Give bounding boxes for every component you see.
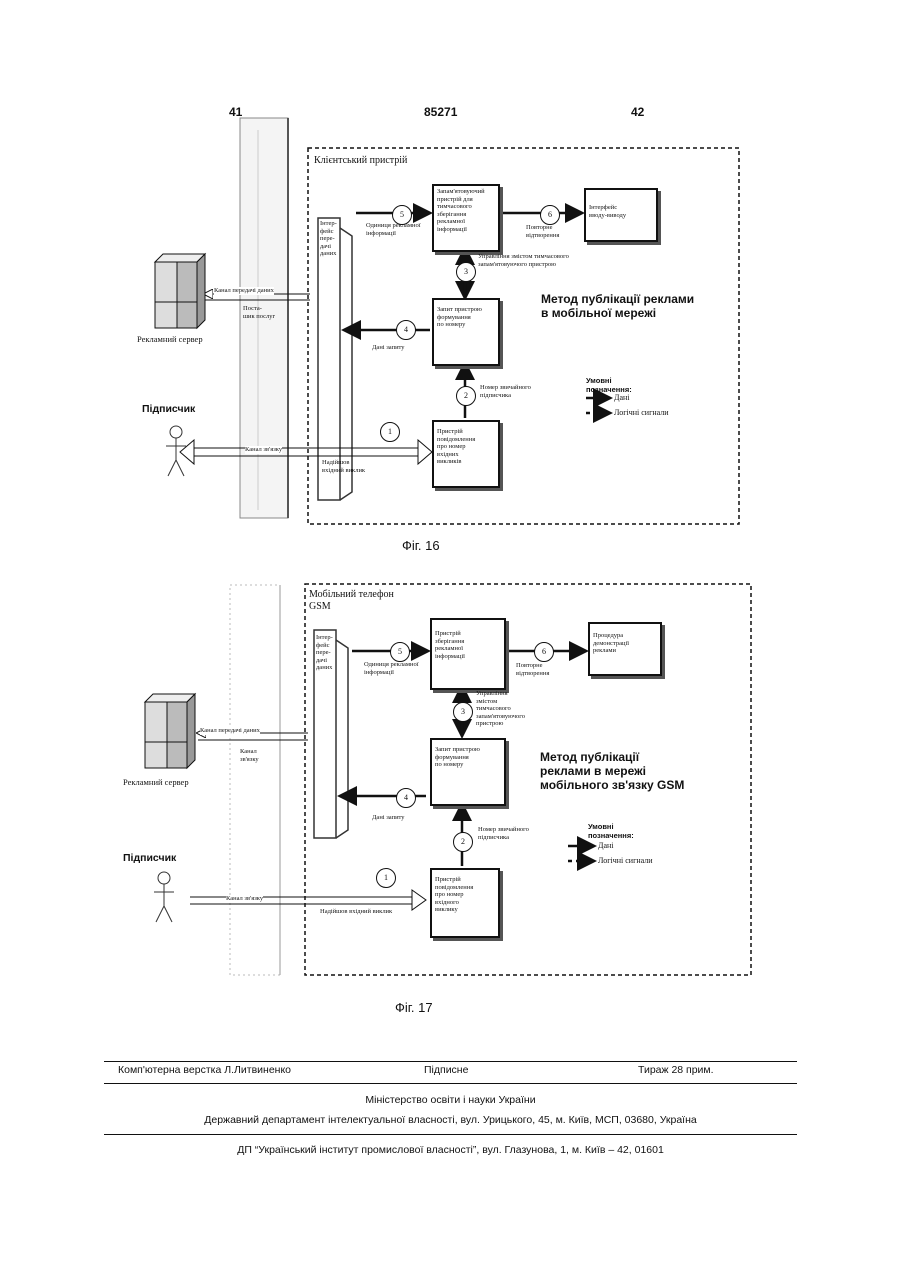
incoming-call-label: Надійшов вхідний виклик [320,908,392,916]
footer-rule-2 [104,1083,797,1084]
step-6-circle: 6 [534,642,554,662]
layout-credit: Комп'ютерна верстка Л.Литвиненко [118,1064,291,1076]
step-3-circle: 3 [453,702,473,722]
legend-title: Умовні позначення: [588,822,634,840]
request-box: Запит пристрою формування по номеру [430,738,506,806]
gsm-phone-title: Мобільний телефон GSM [309,589,394,613]
ad-demo-box: Процедура демонстрації реклами [588,622,662,676]
storage-box: Пристрій зберігання рекламної інформації [430,618,506,690]
notify-box: Пристрій повідомлення про номер вхідного… [430,868,500,938]
data-channel-label: Канал передачі даних [200,727,260,735]
method-title: Метод публікації реклами в мережі мобіль… [540,750,684,792]
interface-label: Інтер- фейс пере- дачі даних [316,634,346,672]
legend-data: Дані [598,841,614,850]
figure-17-caption: Фіг. 17 [395,1000,433,1015]
ministry-line: Міністерство освіти і науки України [0,1094,901,1106]
server-icon [145,694,195,768]
label-step-3: Управління змістом тимчасового запам'ято… [476,690,525,728]
step-1-circle: 1 [376,868,396,888]
signed-label: Підписне [424,1064,468,1076]
step-5-circle: 5 [390,642,410,662]
step-2-circle: 2 [453,832,473,852]
label-step-4: Дані запиту [372,814,405,822]
legend-logic: Логічні сигнали [598,856,653,865]
step-4-circle: 4 [396,788,416,808]
subscriber-label: Підписчик [123,852,176,864]
footer-rule-1 [104,1061,797,1062]
department-line: Державний департамент інтелектуальної вл… [0,1114,901,1126]
label-step-6: Повторне відтворення [516,662,549,677]
subscriber-icon [154,872,174,922]
circulation-label: Тираж 28 прим. [638,1064,714,1076]
footer-rule-3 [104,1134,797,1135]
comm-channel-label: Канал зв'язку [226,895,263,903]
institute-line: ДП “Український інститут промислової вла… [0,1144,901,1156]
channel-link-label: Канал зв'язку [240,748,259,763]
server-label: Рекламний сервер [123,777,189,787]
label-step-2: Номер звичайного підписчика [478,826,529,841]
label-step-5: Одиниця рекламної інформації [364,661,419,676]
